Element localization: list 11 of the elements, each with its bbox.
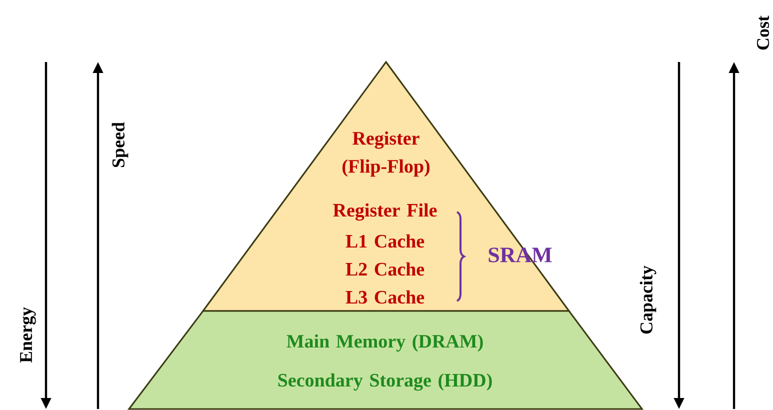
level-label: Main Memory (DRAM) [286,334,483,352]
axis-label: Cost [756,16,770,50]
level-label: Secondary Storage (HDD) [278,373,492,391]
level-label: Register File [333,203,437,221]
axis-label: Energy [20,307,36,363]
level-label: Register (Flip-Flop) [342,131,430,177]
axis-label: Capacity [640,266,656,334]
level-label: L3 Cache [346,290,424,304]
level-label: L1 Cache [346,234,424,248]
axis-label: Speed [112,122,128,168]
level-label: L2 Cache [346,262,424,276]
